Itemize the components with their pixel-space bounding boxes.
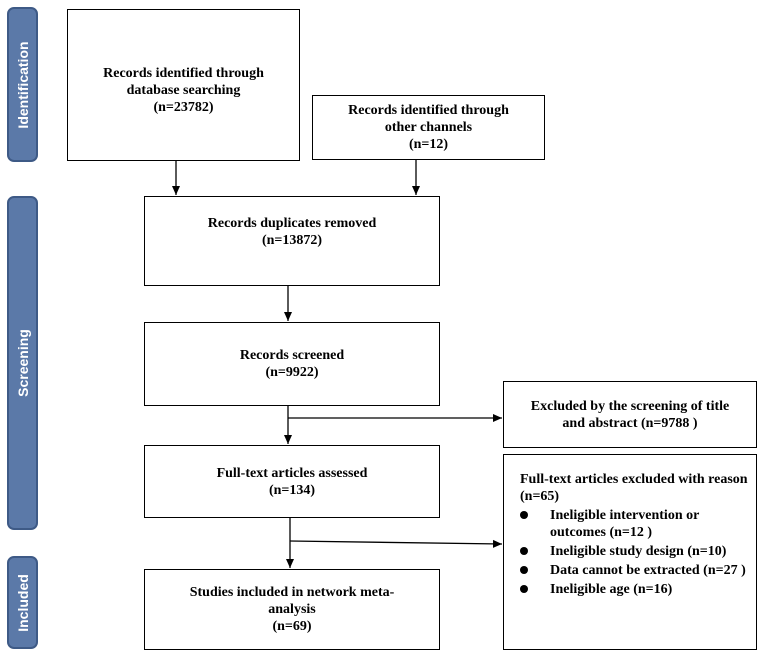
list-item: Ineligible intervention or outcomes (n=1…: [504, 507, 756, 541]
box-records-screened: Records screened (n=9922): [144, 322, 440, 406]
box-database-searching-text: Records identified through database sear…: [103, 65, 264, 98]
bullet-icon: [520, 547, 528, 555]
box-duplicates-removed-count: (n=13872): [261, 233, 323, 248]
list-item: Data cannot be extracted (n=27 ): [504, 562, 756, 579]
fulltext-excluded-heading: Full-text articles excluded with reason …: [520, 472, 748, 504]
box-studies-included: Studies included in network meta-analysi…: [144, 569, 440, 650]
box-records-screened-text: Records screened: [239, 348, 345, 363]
box-duplicates-removed-text: Records duplicates removed: [207, 216, 377, 231]
box-studies-included-count: (n=69): [272, 619, 312, 634]
list-item-text: Data cannot be extracted (n=27 ): [550, 563, 746, 578]
box-duplicates-removed: Records duplicates removed (n=13872): [144, 196, 440, 286]
fulltext-excluded-list: Ineligible intervention or outcomes (n=1…: [504, 507, 756, 600]
bullet-icon: [520, 585, 528, 593]
box-fulltext-assessed-count: (n=134): [268, 482, 316, 498]
list-item-text: Ineligible intervention or outcomes (n=1…: [550, 508, 700, 540]
box-records-screened-count: (n=9922): [265, 365, 319, 380]
box-excluded-title-abstract-text: Excluded by the screening of title and a…: [530, 398, 730, 431]
bullet-icon: [520, 566, 528, 574]
list-item: Ineligible study design (n=10): [504, 543, 756, 560]
box-other-channels-text: Records identified through other channel…: [348, 103, 509, 135]
box-fulltext-excluded: Full-text articles excluded with reason …: [503, 454, 757, 650]
arrow-fulltext-to-excluded-list: [289, 539, 503, 548]
list-item: Ineligible age (n=16): [504, 581, 756, 598]
box-studies-included-text: Studies included in network meta-analysi…: [189, 585, 395, 617]
box-fulltext-assessed-text: Full-text articles assessed: [216, 465, 368, 481]
box-excluded-title-abstract: Excluded by the screening of title and a…: [503, 381, 757, 448]
bullet-icon: [520, 511, 528, 519]
phase-included: Included: [7, 556, 38, 649]
phase-screening: Screening: [7, 196, 38, 530]
phase-identification: Identification: [7, 7, 38, 162]
box-fulltext-assessed: Full-text articles assessed (n=134): [144, 445, 440, 518]
box-other-channels-count: (n=12): [408, 137, 449, 152]
list-item-text: Ineligible age (n=16): [550, 582, 673, 597]
list-item-text: Ineligible study design (n=10): [550, 544, 727, 559]
box-other-channels: Records identified through other channel…: [312, 95, 545, 160]
box-database-searching: Records identified through database sear…: [67, 9, 300, 161]
box-database-searching-count: (n=23782): [153, 99, 214, 115]
